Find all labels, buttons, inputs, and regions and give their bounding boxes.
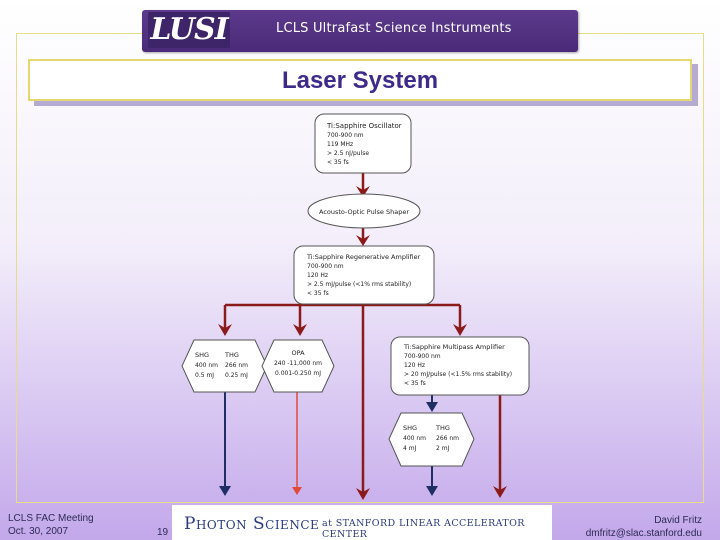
shg2-col1-line-0: SHG: [403, 424, 417, 432]
shg1-col1-line-1: 400 nm: [195, 362, 218, 369]
photon-science-logo: Photon Science at STANFORD LINEAR ACCELE…: [172, 505, 552, 540]
arrow-shaper-regen: [356, 235, 370, 246]
shg1-col2-line-2: 0.25 mJ: [225, 372, 248, 379]
shg1-col1-line-2: 0.5 mJ: [195, 372, 214, 379]
multipass-line-3: > 20 mJ/pulse (<1.5% rms stability): [404, 371, 512, 378]
shg1-col1-line-0: SHG: [195, 351, 209, 359]
connector-lines: [223, 173, 502, 496]
footer-author-info: David Fritz dmfritz@slac.stanford.edu: [586, 514, 702, 540]
regen-amplifier-box: Ti:Sapphire Regenerative Amplifier 700-9…: [293, 245, 435, 305]
arrow-to-opa: [293, 324, 307, 336]
shg2-col1-line-2: 4 mJ: [403, 445, 417, 452]
oscillator-line-2: 119 MHz: [327, 141, 353, 148]
regen-line-4: < 35 fs: [307, 290, 329, 297]
shg-thg-hexagon-2: SHG 400 nm 4 mJ THG 266 nm 2 mJ: [388, 412, 475, 467]
lusi-banner: LUSI LCLS Ultrafast Science Instruments: [142, 10, 578, 52]
regen-line-1: 700-900 nm: [307, 263, 344, 270]
footer-meeting-info: LCLS FAC Meeting Oct. 30, 2007: [8, 512, 94, 538]
arrow-center-out: [356, 488, 370, 500]
regen-line-3: > 2.5 mJ/pulse (<1% rms stability): [307, 281, 411, 288]
footer-date: Oct. 30, 2007: [8, 526, 69, 537]
opa-line-0: OPA: [291, 349, 305, 357]
regen-line-0: Ti:Sapphire Regenerative Amplifier: [306, 253, 421, 261]
arrow-multipass-out: [493, 486, 507, 498]
page-number: 19: [157, 527, 169, 538]
arrowheads: [218, 186, 507, 500]
shg2-col2-line-1: 266 nm: [436, 435, 459, 442]
multipass-line-4: < 35 fs: [404, 380, 426, 387]
arrow-to-shg: [218, 324, 232, 336]
shg1-col2-line-1: 266 nm: [225, 362, 248, 369]
pulse-shaper-ellipse: Acousto-Optic Pulse Shaper: [307, 193, 421, 229]
multipass-amplifier-box: Ti:Sapphire Multipass Amplifier 700-900 …: [390, 336, 530, 396]
arrow-osc-shaper: [356, 186, 370, 197]
photon-science-brand: Photon Science: [184, 514, 320, 534]
oscillator-line-0: Ti:Sapphire Oscillator: [326, 122, 402, 130]
regen-line-2: 120 Hz: [307, 272, 328, 279]
opa-hexagon: OPA 240 -11,000 nm 0.001-0.250 mJ: [261, 339, 335, 393]
oscillator-line-3: > 2.5 nJ/pulse: [327, 150, 369, 157]
opa-line-2: 0.001-0.250 mJ: [275, 370, 321, 377]
pulse-shaper-label: Acousto-Optic Pulse Shaper: [319, 208, 409, 216]
slide-title: Laser System: [281, 67, 439, 94]
multipass-line-2: 120 Hz: [404, 362, 425, 369]
opa-line-1: 240 -11,000 nm: [274, 360, 322, 367]
arrow-opa-out: [292, 487, 302, 495]
shg1-col2-line-0: THG: [224, 351, 239, 359]
shg2-col2-line-2: 2 mJ: [436, 445, 450, 452]
arrow-shg2-out: [426, 486, 438, 496]
footer-email[interactable]: dmfritz@slac.stanford.edu: [585, 528, 702, 539]
banner-subtitle: LCLS Ultrafast Science Instruments: [276, 21, 512, 36]
footer-author: David Fritz: [654, 515, 702, 526]
slac-label: at STANFORD LINEAR ACCELERATOR CENTER: [322, 518, 525, 540]
multipass-line-1: 700-900 nm: [404, 353, 441, 360]
oscillator-box: Ti:Sapphire Oscillator 700-900 nm 119 MH…: [314, 113, 412, 174]
oscillator-line-4: < 35 fs: [327, 159, 349, 166]
multipass-line-0: Ti:Sapphire Multipass Amplifier: [403, 343, 505, 351]
lusi-logo: LUSI: [148, 12, 230, 48]
arrow-to-multipass: [453, 324, 467, 336]
oscillator-line-1: 700-900 nm: [327, 132, 364, 139]
footer-meeting: LCLS FAC Meeting: [8, 513, 94, 524]
shg2-col2-line-0: THG: [435, 424, 450, 432]
arrow-to-shg2: [426, 402, 438, 412]
shg2-col1-line-1: 400 nm: [403, 435, 426, 442]
output-lines: [219, 392, 438, 496]
title-box: Laser System: [28, 59, 692, 101]
arrow-shg1-out: [219, 486, 231, 496]
shg-thg-hexagon-1: SHG 400 nm 0.5 mJ THG 266 nm 0.25 mJ: [181, 339, 268, 393]
